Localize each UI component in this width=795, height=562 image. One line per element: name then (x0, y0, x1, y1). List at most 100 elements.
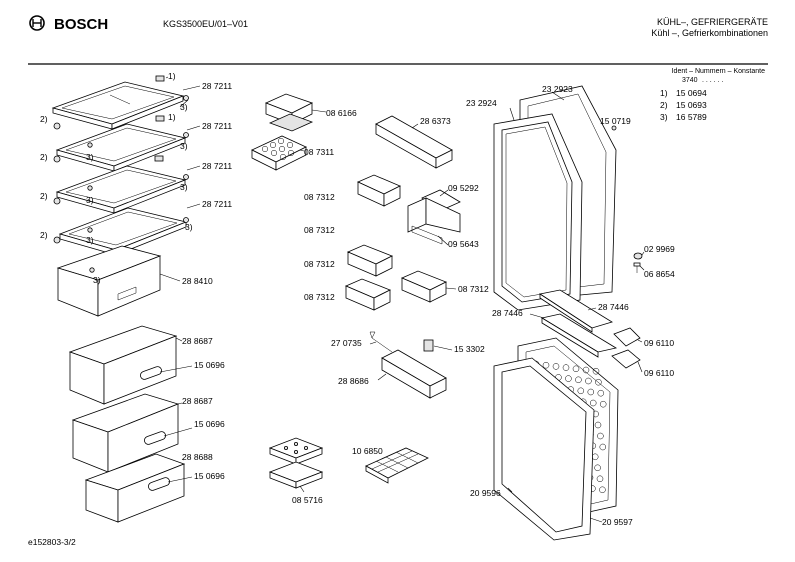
part-number: 10 6850 (352, 446, 383, 456)
dimple (594, 464, 601, 472)
dimple (572, 365, 580, 373)
door-shelf-large (381, 349, 447, 399)
legend-constant: 3740 (682, 77, 698, 84)
hinge-cover (633, 252, 643, 260)
legend-value: 15 0693 (676, 100, 707, 110)
part-number: 09 5292 (448, 183, 479, 193)
part-number: 08 7312 (304, 225, 335, 235)
part-number: 15 0696 (194, 419, 225, 429)
dimple (596, 475, 604, 483)
part-number: 23 2923 (542, 84, 573, 94)
dimple (592, 367, 600, 375)
dimple (597, 432, 604, 440)
dimple (595, 378, 602, 386)
door-shelf-top (375, 115, 453, 169)
dimple (589, 399, 597, 407)
part-number: 28 8410 (182, 276, 213, 286)
part-number: 08 7312 (304, 192, 335, 202)
ref-label: 3) (180, 141, 188, 151)
dimple (577, 387, 585, 395)
legend-value: 15 0694 (676, 88, 707, 98)
part-number: 15 0719 (600, 116, 631, 126)
dimple (552, 363, 560, 370)
dimple (587, 388, 595, 396)
legend-title: Ident – Nummern – Konstante (672, 68, 765, 75)
dimple (599, 443, 607, 451)
crisper-cover (56, 245, 162, 317)
door-shelf-small (357, 174, 401, 207)
ref-label: 3) (185, 222, 193, 232)
part-number: 09 6110 (644, 338, 674, 348)
ref-label: 2) (40, 152, 48, 162)
catch (423, 339, 434, 352)
ref-label: 3) (86, 152, 94, 162)
dimple (599, 400, 607, 408)
glass-shelf (55, 123, 187, 172)
part-number: 23 2924 (466, 98, 497, 108)
ref-label: 3) (86, 195, 94, 205)
category-subtitle: Kühl –, Gefrierkombinationen (651, 28, 768, 38)
leader-lines (159, 76, 201, 282)
ref-label: 2) (40, 114, 48, 124)
door-stop-screw (611, 125, 617, 131)
part-number: 06 8654 (644, 269, 675, 279)
ref-label: 2) (40, 230, 48, 240)
dimple (542, 361, 550, 369)
part-number: 15 3302 (454, 344, 485, 354)
hinge-bracket (611, 327, 641, 369)
part-number: 28 7446 (492, 308, 523, 318)
part-number: 08 7312 (304, 292, 335, 302)
part-number: 08 7312 (458, 284, 489, 294)
dimple (599, 486, 606, 494)
dimple (565, 375, 572, 382)
freezer-pack (268, 437, 324, 489)
legend-key: 3) (660, 112, 668, 122)
part-number: 28 6373 (420, 116, 451, 126)
part-number: 28 8686 (338, 376, 369, 386)
ref-label: 3) (180, 102, 188, 112)
hinge-pin-icon (633, 262, 641, 273)
spring (369, 331, 393, 353)
legend-key: 1) (660, 88, 668, 98)
ref-label: 3) (86, 235, 94, 245)
legend-dots: . . . . . . (702, 77, 723, 84)
part-number: 28 7211 (202, 199, 232, 209)
freezer-door-gasket (493, 357, 595, 541)
glass-shelf (51, 81, 185, 130)
legend-value: 16 5789 (676, 112, 707, 122)
part-number: 08 5716 (292, 495, 323, 505)
middle-hinge-plate (538, 289, 613, 333)
part-number: 28 7211 (202, 121, 232, 131)
category-title: KÜHL–, GEFRIERGERÄTE (657, 17, 768, 27)
part-number: 28 8687 (182, 336, 213, 346)
model-number: KGS3500EU/01–V01 (163, 19, 248, 29)
ident-legend: Ident – Nummern – Konstante 3740 . . . .… (660, 68, 765, 122)
part-number: 28 8687 (182, 396, 213, 406)
bottle-holder (407, 189, 461, 245)
legend-key: 2) (660, 100, 668, 110)
part-number: 15 0696 (194, 471, 225, 481)
part-number: 08 7311 (304, 147, 334, 157)
part-number: 28 8688 (182, 452, 213, 462)
door-gasket (493, 113, 583, 311)
part-number: 08 6166 (326, 108, 357, 118)
part-number: 27 0735 (331, 338, 362, 348)
vegetable-drawer (84, 453, 186, 523)
part-number: 20 9597 (602, 517, 633, 527)
ref-label: 1) (168, 71, 176, 81)
part-number: 28 7211 (202, 161, 232, 171)
part-number: 20 9596 (470, 488, 501, 498)
dimple (585, 377, 592, 385)
door-shelf-small (400, 270, 447, 303)
part-number: 15 0696 (194, 360, 225, 370)
ref-label: 1) (168, 112, 176, 122)
dimple (575, 376, 582, 384)
ref-label: 3) (180, 182, 188, 192)
door-shelf-small (344, 278, 391, 311)
glass-shelf (55, 165, 187, 214)
brand-name: BOSCH (54, 16, 108, 33)
part-number: 02 9969 (644, 244, 675, 254)
ref-label: 3) (93, 275, 101, 285)
egg-tray (251, 135, 307, 171)
